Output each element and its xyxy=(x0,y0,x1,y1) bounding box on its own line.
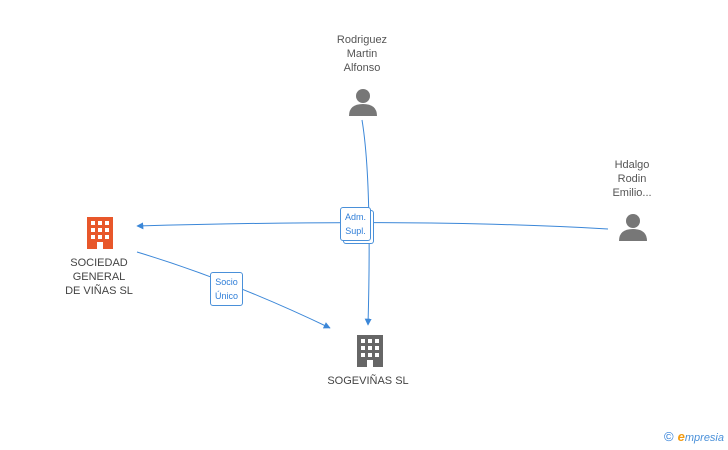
brand-logo: empresia xyxy=(677,429,724,444)
edge-rodriguez-to-sogevinas xyxy=(361,119,372,326)
person-icon[interactable] xyxy=(619,214,647,241)
footer-watermark: © empresia xyxy=(664,429,724,444)
node-label-hdalgo[interactable]: Hdalgo Rodin Emilio... xyxy=(612,159,652,199)
edge-label-adm-supl: Adm. Supl. xyxy=(340,207,372,241)
copyright-icon: © xyxy=(664,429,674,444)
edge-hdalgo-to-sociedad xyxy=(136,222,609,230)
building-icon[interactable] xyxy=(87,217,113,249)
node-label-sociedad[interactable]: SOCIEDAD GENERAL DE VIÑAS SL xyxy=(65,257,133,297)
building-icon[interactable] xyxy=(357,335,383,367)
person-icon[interactable] xyxy=(349,89,377,116)
node-label-rodriguez[interactable]: Rodriguez Martin Alfonso xyxy=(336,34,388,74)
node-label-sogevinas[interactable]: SOGEVIÑAS SL xyxy=(327,375,409,387)
edge-label-socio-unico: Socio Único xyxy=(210,272,244,306)
